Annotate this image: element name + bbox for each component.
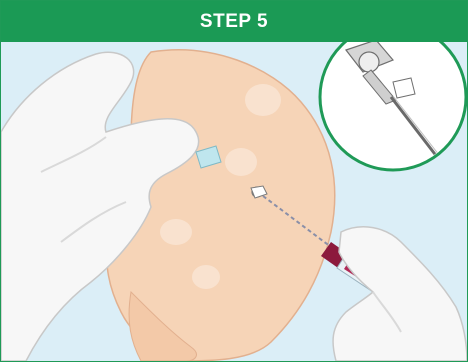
procedure-illustration	[1, 42, 467, 361]
magnified-inset	[320, 42, 466, 170]
knuckle	[225, 148, 257, 176]
knuckle	[160, 219, 192, 245]
knuckle	[245, 84, 281, 116]
step-banner: STEP 5	[1, 1, 467, 42]
illustration-svg	[1, 42, 467, 361]
knuckle	[192, 265, 220, 289]
step-title: STEP 5	[200, 11, 268, 33]
